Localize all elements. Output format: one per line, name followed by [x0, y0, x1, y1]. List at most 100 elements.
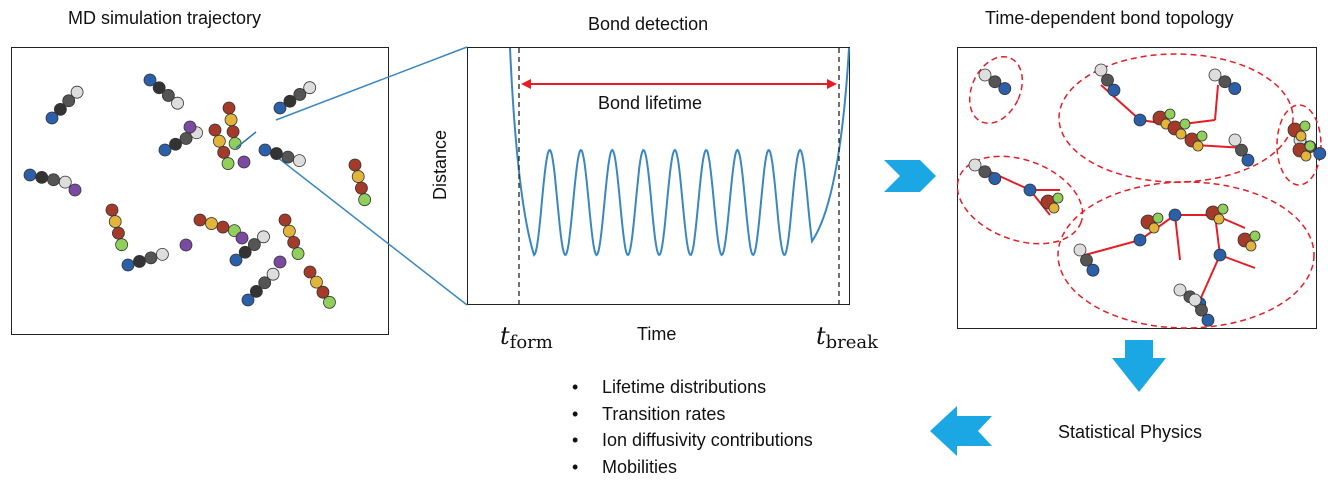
molecule-atom: [1094, 63, 1108, 77]
topology-bond: [1100, 84, 1141, 121]
molecule-atom: [278, 213, 292, 227]
molecule-atom: [257, 230, 270, 244]
molecule-atom: [228, 137, 242, 150]
molecule-atom: [226, 125, 240, 139]
list-item: •Lifetime distributions: [572, 377, 767, 397]
molecule-atom: [303, 81, 317, 95]
anion-atom: [1192, 140, 1204, 152]
anion-atom: [1295, 130, 1307, 142]
md-title: MD simulation trajectory: [68, 8, 262, 28]
molecule-atom: [988, 75, 1002, 89]
molecule-atom: [292, 154, 306, 168]
cluster-ellipse: [1057, 181, 1315, 329]
molecule-atom: [1073, 243, 1087, 257]
topology-bond: [1214, 84, 1219, 121]
distance-curve: [509, 47, 850, 257]
anion-atom: [1249, 230, 1261, 242]
molecule-atom: [310, 275, 323, 289]
list-item: •Mobilities: [572, 456, 678, 477]
topology-bond: [1199, 254, 1221, 301]
molecule-atom: [238, 245, 252, 259]
molecule-atom: [224, 113, 238, 127]
molecule-atom: [121, 258, 135, 272]
zoom-line-bottom: [267, 149, 468, 306]
molecule-atom: [1241, 153, 1255, 167]
molecule-atom: [1228, 82, 1242, 95]
molecule-atom: [283, 94, 297, 108]
anion-atom: [1213, 213, 1225, 225]
results-list: •Lifetime distributions •Transition rate…: [572, 374, 813, 480]
arrow-right-icon: [884, 160, 936, 192]
bond-detection-title: Bond detection: [588, 14, 709, 34]
ion: [237, 155, 251, 169]
molecule-atom: [45, 111, 59, 125]
ion: [273, 255, 287, 269]
molecule-atom: [143, 73, 157, 87]
ion: [179, 238, 193, 252]
molecule-atom: [270, 147, 283, 160]
statistical-physics-label: Statistical Physics: [1058, 422, 1203, 442]
molecule-atom: [293, 88, 307, 101]
molecule-atom: [241, 293, 255, 307]
molecule-atom: [133, 255, 146, 268]
bond-plot-panel: [467, 47, 850, 305]
md-molecules: [23, 73, 372, 309]
anion-atom: [1179, 118, 1191, 130]
molecule-atom: [179, 132, 193, 145]
ion: [183, 120, 197, 134]
molecule-atom: [1101, 73, 1114, 87]
y-axis-label: Distance: [430, 129, 450, 200]
topology-molecules: [968, 63, 1327, 327]
anion-atom: [1048, 202, 1060, 214]
molecule-atom: [291, 247, 305, 260]
molecule-atom: [287, 235, 301, 249]
molecule-atom: [58, 175, 72, 189]
list-item: •Ion diffusivity contributions: [572, 430, 813, 450]
molecule-atom: [161, 89, 175, 102]
molecule-atom: [1080, 253, 1093, 267]
molecule-atom: [35, 170, 49, 184]
anion-atom: [1245, 240, 1257, 252]
ion: [68, 183, 82, 197]
topology-bond: [1084, 239, 1141, 256]
molecule-atom: [158, 143, 172, 157]
t-break-label: tbreak: [816, 322, 879, 353]
molecule-atom: [1208, 68, 1222, 82]
molecule-atom: [258, 276, 272, 290]
molecule-atom: [217, 145, 231, 159]
molecule-atom: [144, 251, 158, 265]
molecule-atom: [258, 143, 272, 157]
molecule-atom: [23, 168, 37, 182]
molecule-atom: [266, 267, 280, 281]
molecule-atom: [152, 81, 166, 95]
blue-arrow-icon: [235, 131, 257, 149]
cluster-ellipse: [1276, 104, 1322, 186]
molecule-atom: [1201, 313, 1215, 327]
arrow-left-icon: [930, 406, 992, 456]
x-axis-label: Time: [637, 324, 677, 344]
molecule-atom: [53, 102, 67, 116]
anion-atom: [1217, 203, 1229, 215]
molecule-atom: [112, 226, 125, 240]
molecule-atom: [1173, 283, 1187, 297]
molecule-atom: [978, 68, 992, 82]
cation: [1133, 233, 1147, 247]
cluster-ellipse: [968, 55, 1024, 125]
cation: [1168, 208, 1182, 222]
molecule-atom: [70, 85, 84, 99]
molecule-atom: [968, 158, 982, 172]
topology-bond: [1174, 214, 1181, 261]
molecule-atom: [1228, 133, 1242, 147]
molecule-atom: [273, 101, 287, 115]
molecule-atom: [355, 181, 368, 195]
molecule-atom: [47, 173, 60, 187]
cation: [1023, 183, 1037, 197]
molecule-atom: [169, 137, 182, 151]
anion-atom: [1175, 128, 1187, 140]
molecule-atom: [988, 172, 1002, 185]
anion-atom: [1148, 222, 1160, 234]
molecule-atom: [323, 295, 336, 309]
molecule-atom: [348, 158, 362, 172]
anion-atom: [1196, 130, 1208, 142]
molecule-atom: [1086, 263, 1100, 277]
